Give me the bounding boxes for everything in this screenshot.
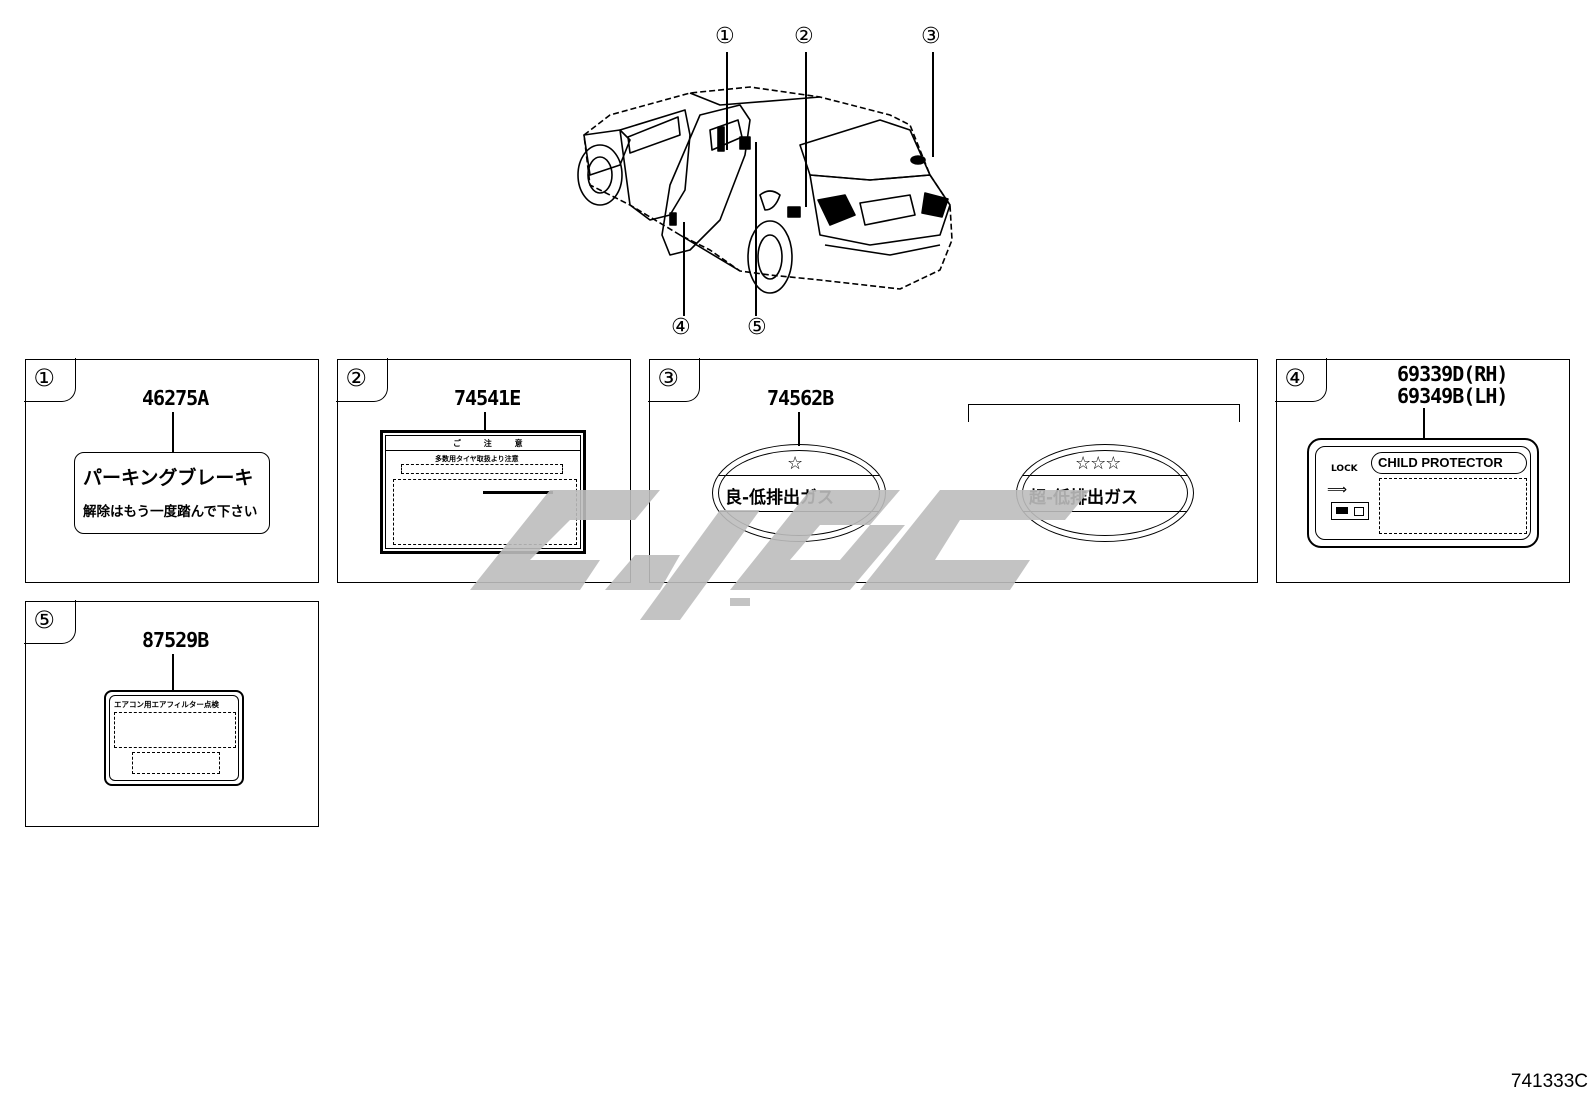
parking-brake-text: パーキングブレーキ	[83, 467, 254, 489]
three-stars-icon: ☆☆☆	[1075, 453, 1121, 474]
panel-3-leader	[798, 412, 800, 446]
callout-2-line	[805, 52, 807, 207]
callout-2: ②	[794, 24, 814, 49]
low-emission-text: 良-低排出ガス	[725, 488, 835, 508]
caution-label: ご 注 意 多数用タイヤ取扱より注意	[380, 430, 586, 554]
panel-5-part-number: 87529B	[142, 628, 209, 652]
diagram-code: 741333C	[1510, 1071, 1588, 1092]
panel-4-part-number-lh: 69349B(LH)	[1397, 384, 1508, 408]
panel-4-tab: ④	[1275, 358, 1328, 403]
panel-1-tab: ①	[24, 358, 77, 403]
callout-5-line	[755, 142, 757, 316]
air-filter-label: エアコン用エアフィルター点検	[104, 690, 244, 786]
child-protector-text: CHILD PROTECTOR	[1378, 455, 1503, 470]
callout-5: ⑤	[747, 315, 767, 340]
panel-4-leader	[1423, 408, 1425, 438]
lock-switch-icon	[1331, 502, 1369, 520]
panel-2-part-number: 74541E	[454, 386, 521, 410]
star-icon: ☆	[787, 453, 804, 474]
panel-5-leader	[172, 654, 174, 692]
child-protector-label: LOCK CHILD PROTECTOR ⟹	[1307, 438, 1539, 548]
callout-3-line	[932, 52, 934, 157]
arrow-icon: ⟹	[1327, 482, 1348, 498]
panel-4-part-number-rh: 69339D(RH)	[1397, 362, 1508, 386]
lock-text: LOCK	[1331, 464, 1358, 474]
parking-brake-label: パーキングブレーキ 解除はもう一度踏んで下さい	[74, 452, 270, 534]
panel-1-leader	[172, 412, 174, 454]
variant-bracket	[968, 404, 1240, 422]
low-emission-badge: ☆ 良-低排出ガス	[712, 444, 886, 542]
panel-1: ① 46275A パーキングブレーキ 解除はもう一度踏んで下さい	[24, 358, 319, 583]
panel-2: ② 74541E ご 注 意 多数用タイヤ取扱より注意	[336, 358, 631, 583]
panel-3-tab: ③	[648, 358, 701, 403]
caution-title: ご 注 意	[453, 439, 533, 448]
panel-3-part-number: 74562B	[767, 386, 834, 410]
vehicle-illustration	[577, 86, 953, 294]
callout-4: ④	[671, 315, 691, 340]
release-text: 解除はもう一度踏んで下さい	[83, 504, 258, 520]
ultra-low-emission-text: 超-低排出ガス	[1029, 488, 1139, 508]
ultra-low-emission-badge: ☆☆☆ 超-低排出ガス	[1016, 444, 1194, 542]
air-filter-text: エアコン用エアフィルター点検	[114, 700, 219, 709]
panel-1-part-number: 46275A	[142, 386, 209, 410]
callout-4-line	[683, 222, 685, 316]
caution-subtitle: 多数用タイヤ取扱より注意	[435, 455, 519, 463]
callout-1-line	[726, 52, 728, 150]
panel-2-tab: ②	[336, 358, 389, 403]
panel-4: ④ 69339D(RH) 69349B(LH) LOCK CHILD PROTE…	[1275, 358, 1570, 583]
child-protector-title-box: CHILD PROTECTOR	[1371, 452, 1527, 474]
panel-3: ③ 74562B ☆ 良-低排出ガス ☆☆☆ 超-低排出ガス	[648, 358, 1258, 583]
callout-1: ①	[715, 24, 735, 49]
panel-5: ⑤ 87529B エアコン用エアフィルター点検	[24, 600, 319, 827]
panel-2-leader	[484, 412, 486, 432]
callout-3: ③	[921, 24, 941, 49]
panel-5-tab: ⑤	[24, 600, 77, 645]
